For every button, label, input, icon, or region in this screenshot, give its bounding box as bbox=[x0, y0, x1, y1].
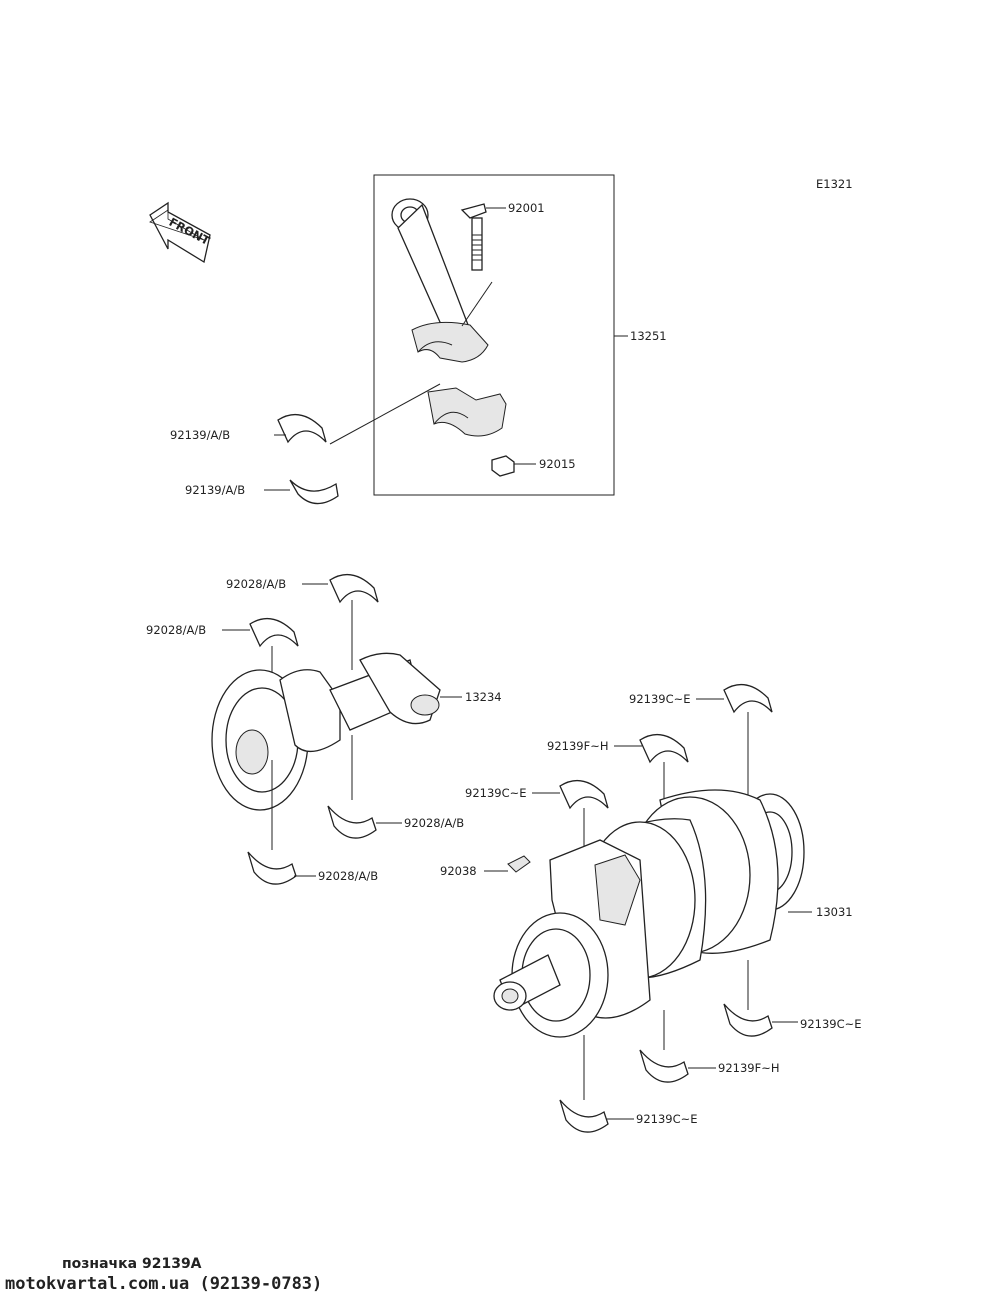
label-92139ab-2: 92139/A/B bbox=[185, 483, 245, 497]
balancer-bearing-2 bbox=[222, 617, 299, 648]
crankshaft bbox=[493, 789, 812, 1038]
footer-site: motokvartal.com.ua (92139-0783) bbox=[5, 1274, 323, 1294]
label-13031: 13031 bbox=[816, 905, 853, 919]
label-92028-4: 92028/A/B bbox=[318, 869, 378, 883]
crank-bearing-lower-1 bbox=[723, 1003, 798, 1037]
crank-key bbox=[484, 855, 531, 873]
label-92139ce-1: 92139C~E bbox=[629, 692, 691, 706]
crank-bearing-lower-2 bbox=[639, 1049, 716, 1083]
crank-bearing-lower-3 bbox=[559, 1099, 634, 1133]
label-92139fh-2: 92139F~H bbox=[718, 1061, 779, 1075]
conrod-cap bbox=[427, 387, 507, 437]
label-92015: 92015 bbox=[539, 457, 576, 471]
label-92028-2: 92028/A/B bbox=[146, 623, 206, 637]
label-92001: 92001 bbox=[508, 201, 545, 215]
label-92038: 92038 bbox=[440, 864, 477, 878]
footer-title: позначка 92139A bbox=[62, 1256, 202, 1272]
crank-bearing-upper-2 bbox=[614, 733, 689, 764]
conrod-bolt bbox=[460, 203, 506, 271]
connecting-rod bbox=[391, 198, 489, 363]
label-92139ce-3: 92139C~E bbox=[800, 1017, 862, 1031]
front-arrow-icon: FRONT bbox=[149, 201, 212, 264]
conrod-assembly-frame bbox=[373, 174, 615, 496]
balancer-shaft bbox=[211, 652, 462, 811]
label-92028-3: 92028/A/B bbox=[404, 816, 464, 830]
label-92139ce-4: 92139C~E bbox=[636, 1112, 698, 1126]
conrod-bearing-lower bbox=[264, 479, 339, 505]
label-92139ab-1: 92139/A/B bbox=[170, 428, 230, 442]
label-92028-1: 92028/A/B bbox=[226, 577, 286, 591]
conrod-nut bbox=[491, 455, 536, 477]
label-92139fh-1: 92139F~H bbox=[547, 739, 608, 753]
balancer-bearing-4 bbox=[247, 851, 316, 885]
diagram-code: E1321 bbox=[816, 177, 853, 191]
label-13234: 13234 bbox=[465, 690, 502, 704]
crank-bearing-upper-1 bbox=[696, 683, 773, 714]
balancer-bearing-3 bbox=[327, 805, 402, 839]
crank-bearing-upper-3 bbox=[532, 779, 609, 810]
label-13251: 13251 bbox=[630, 329, 667, 343]
conrod-bearing-upper bbox=[274, 413, 327, 444]
balancer-bearing-1 bbox=[302, 573, 379, 604]
label-92139ce-2: 92139C~E bbox=[465, 786, 527, 800]
